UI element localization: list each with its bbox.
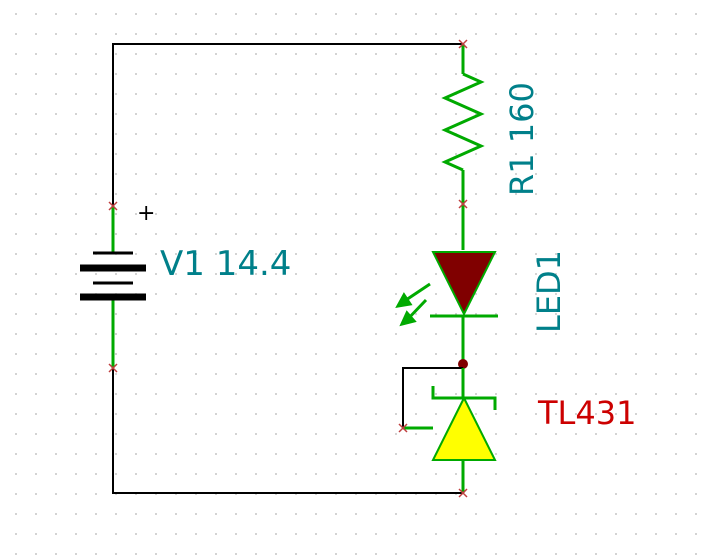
battery-plus-sign: +: [137, 201, 155, 226]
bottom-wire: [112, 368, 463, 494]
wires: [112, 43, 463, 494]
pin-markers: [108, 39, 468, 498]
light-emission-arrows-icon: [395, 282, 431, 327]
battery-symbol: [80, 206, 146, 368]
battery-label: V1 14.4: [160, 244, 291, 284]
resistor-label: R1 160: [503, 82, 541, 196]
zener-regulator-symbol: [402, 367, 497, 493]
resistor-symbol: [441, 44, 485, 250]
led-label: LED1: [530, 250, 568, 333]
junction-node: [458, 359, 468, 369]
led-symbol: [430, 251, 498, 368]
regulator-label: TL431: [537, 394, 636, 432]
top-wire: [112, 43, 463, 206]
